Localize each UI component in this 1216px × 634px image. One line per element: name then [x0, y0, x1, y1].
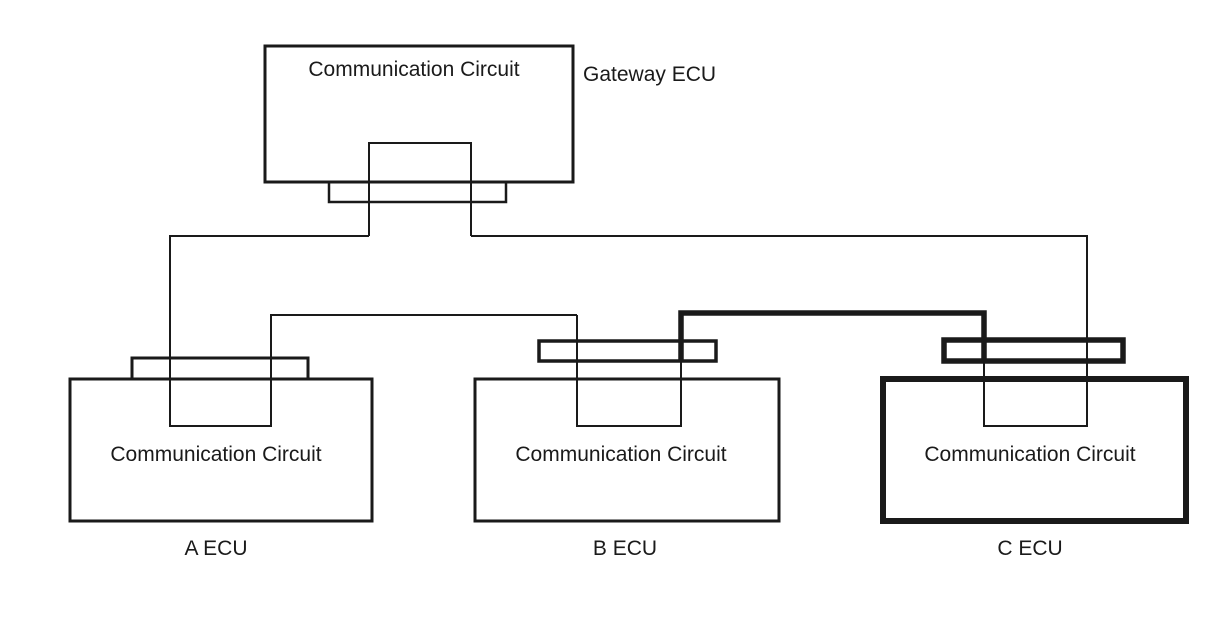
a-ecu-circuit-label: Communication Circuit: [110, 443, 321, 466]
a-ecu-box: [68, 377, 374, 523]
c-ecu-connector: [941, 337, 1126, 364]
gateway-circuit-label: Communication Circuit: [308, 58, 519, 81]
gateway-circuit-loop: [368, 142, 472, 236]
a-ecu-label: A ECU: [184, 537, 247, 560]
bus-line-gateway-to-a: [169, 235, 577, 427]
a-ecu-connector: [130, 356, 310, 379]
c-ecu-label: C ECU: [997, 537, 1062, 560]
bus-line-b-to-c-highlighted: [678, 310, 987, 362]
b-ecu-connector: [537, 339, 718, 363]
b-ecu-circuit-loop: [576, 315, 682, 427]
c-ecu-circuit-loop: [983, 379, 1088, 427]
b-ecu-circuit-label: Communication Circuit: [515, 443, 726, 466]
b-ecu-label: B ECU: [593, 537, 657, 560]
b-ecu-box: [473, 377, 781, 523]
c-ecu-circuit-label: Communication Circuit: [924, 443, 1135, 466]
gateway-connector: [327, 180, 508, 204]
c-ecu-box: [880, 376, 1189, 524]
gateway-ecu-label: Gateway ECU: [583, 63, 716, 86]
